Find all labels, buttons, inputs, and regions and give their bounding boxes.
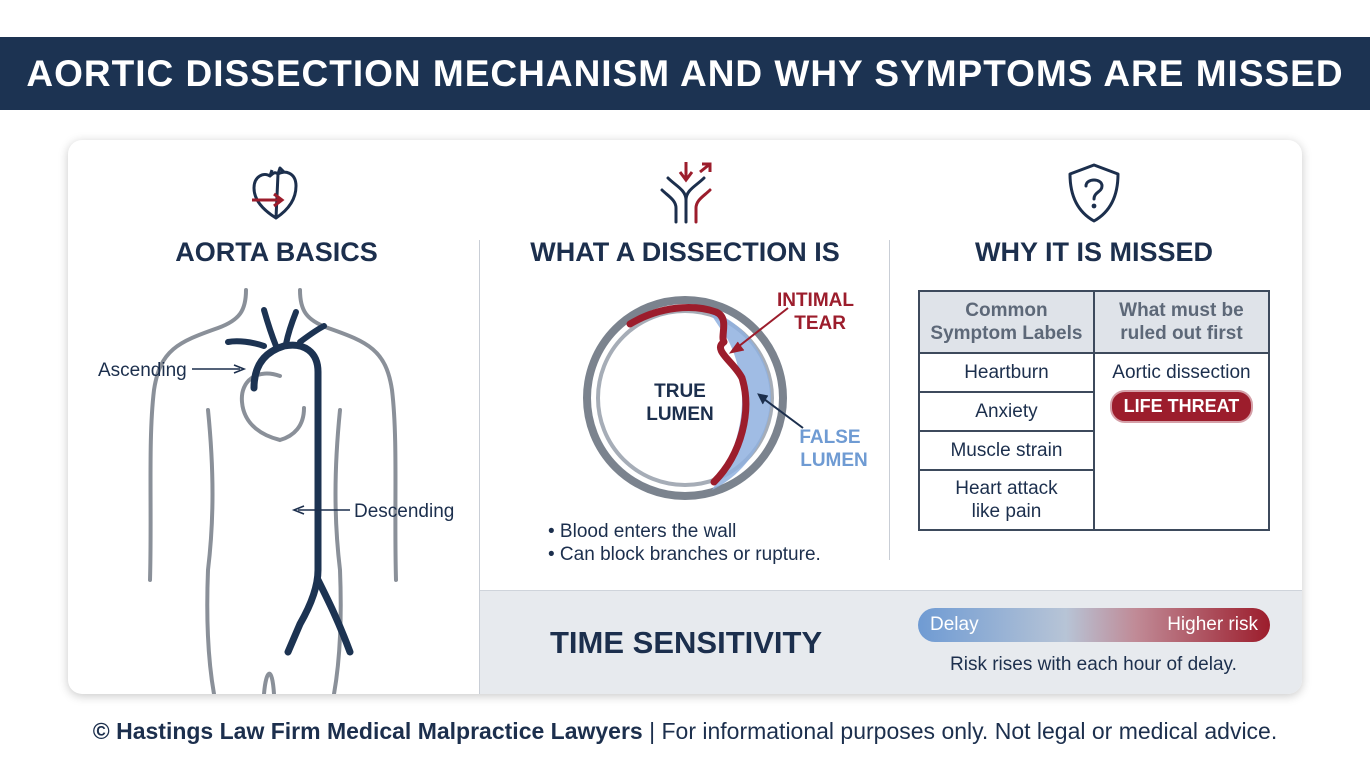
footer-disclaimer: © Hastings Law Firm Medical Malpractice … xyxy=(0,718,1370,745)
header-common-labels: Common Symptom Labels xyxy=(918,290,1095,354)
dissection-bullets: • Blood enters the wall • Can block bran… xyxy=(548,520,821,566)
label-true-lumen-2: LUMEN xyxy=(646,404,714,425)
label-true-lumen: TRUE xyxy=(654,381,706,402)
bar-label-higher-risk: Higher risk xyxy=(1167,614,1258,635)
label-ascending: Ascending xyxy=(98,360,187,381)
heart-icon xyxy=(252,166,298,220)
symptom-label: Heartburn xyxy=(918,352,1095,393)
table-header-row: Common Symptom Labels What must be ruled… xyxy=(918,290,1271,354)
label-intimal-tear-2: TEAR xyxy=(794,313,846,334)
header-line: ruled out first xyxy=(1120,323,1243,344)
risk-note: Risk rises with each hour of delay. xyxy=(950,654,1237,675)
bar-label-delay: Delay xyxy=(930,614,979,635)
header-line: What must be xyxy=(1119,300,1244,321)
column-divider-1 xyxy=(479,240,480,694)
label-false-lumen-2: LUMEN xyxy=(800,450,868,471)
label-false-lumen: FALSE xyxy=(799,427,860,448)
shield-question-icon xyxy=(1068,163,1120,223)
aorta-basics-title: AORTA BASICS xyxy=(175,237,378,267)
table-row: Heart attack like pain xyxy=(918,469,1269,531)
info-card: AORTA BASICS Ascending Descending xyxy=(68,140,1302,694)
bullet-item: • Blood enters the wall xyxy=(548,521,737,542)
dissection-title: WHAT A DISSECTION IS xyxy=(530,237,840,267)
footer-text: | For informational purposes only. Not l… xyxy=(642,718,1278,744)
header-line: Symptom Labels xyxy=(930,323,1083,344)
table-row: Muscle strain xyxy=(918,430,1269,471)
split-arrows-icon xyxy=(660,162,712,224)
symptom-table: Common Symptom Labels What must be ruled… xyxy=(918,290,1271,531)
time-sensitivity-title: TIME SENSITIVITY xyxy=(550,625,823,660)
ruled-out-cell: Aortic dissection LIFE THREAT xyxy=(1092,352,1271,531)
time-sensitivity-panel: TIME SENSITIVITY Delay Higher risk Risk … xyxy=(480,590,1302,694)
symptom-label-line: Heart attack xyxy=(955,478,1058,499)
bullet-item: • Can block branches or rupture. xyxy=(548,544,821,565)
header-banner: AORTIC DISSECTION MECHANISM AND WHY SYMP… xyxy=(0,37,1370,110)
header-line: Common xyxy=(965,300,1048,321)
symptom-label-line: like pain xyxy=(971,501,1042,522)
torso-aorta-illustration: Ascending Descending xyxy=(98,288,454,694)
symptom-label: Muscle strain xyxy=(918,430,1095,471)
symptom-label: Heart attack like pain xyxy=(918,469,1095,531)
risk-gradient-bar: Delay Higher risk xyxy=(918,608,1270,642)
life-threat-badge: LIFE THREAT xyxy=(1109,390,1254,423)
column-divider-2 xyxy=(889,240,890,560)
why-missed-title: WHY IT IS MISSED xyxy=(974,237,1214,267)
label-intimal-tear: INTIMAL xyxy=(777,290,854,311)
symptom-label: Anxiety xyxy=(918,391,1095,432)
footer-firm: © Hastings Law Firm Medical Malpractice … xyxy=(92,718,643,744)
dissection-cross-section: INTIMAL TEAR TRUE LUMEN FALSE LUMEN xyxy=(583,290,868,500)
table-row: Heartburn Aortic dissection LIFE THREAT xyxy=(918,352,1271,531)
ruled-out-text: Aortic dissection xyxy=(1112,362,1251,383)
header-ruled-out: What must be ruled out first xyxy=(1092,290,1271,354)
label-descending: Descending xyxy=(354,501,454,522)
page-title: AORTIC DISSECTION MECHANISM AND WHY SYMP… xyxy=(26,52,1344,94)
table-row: Anxiety xyxy=(918,391,1269,432)
